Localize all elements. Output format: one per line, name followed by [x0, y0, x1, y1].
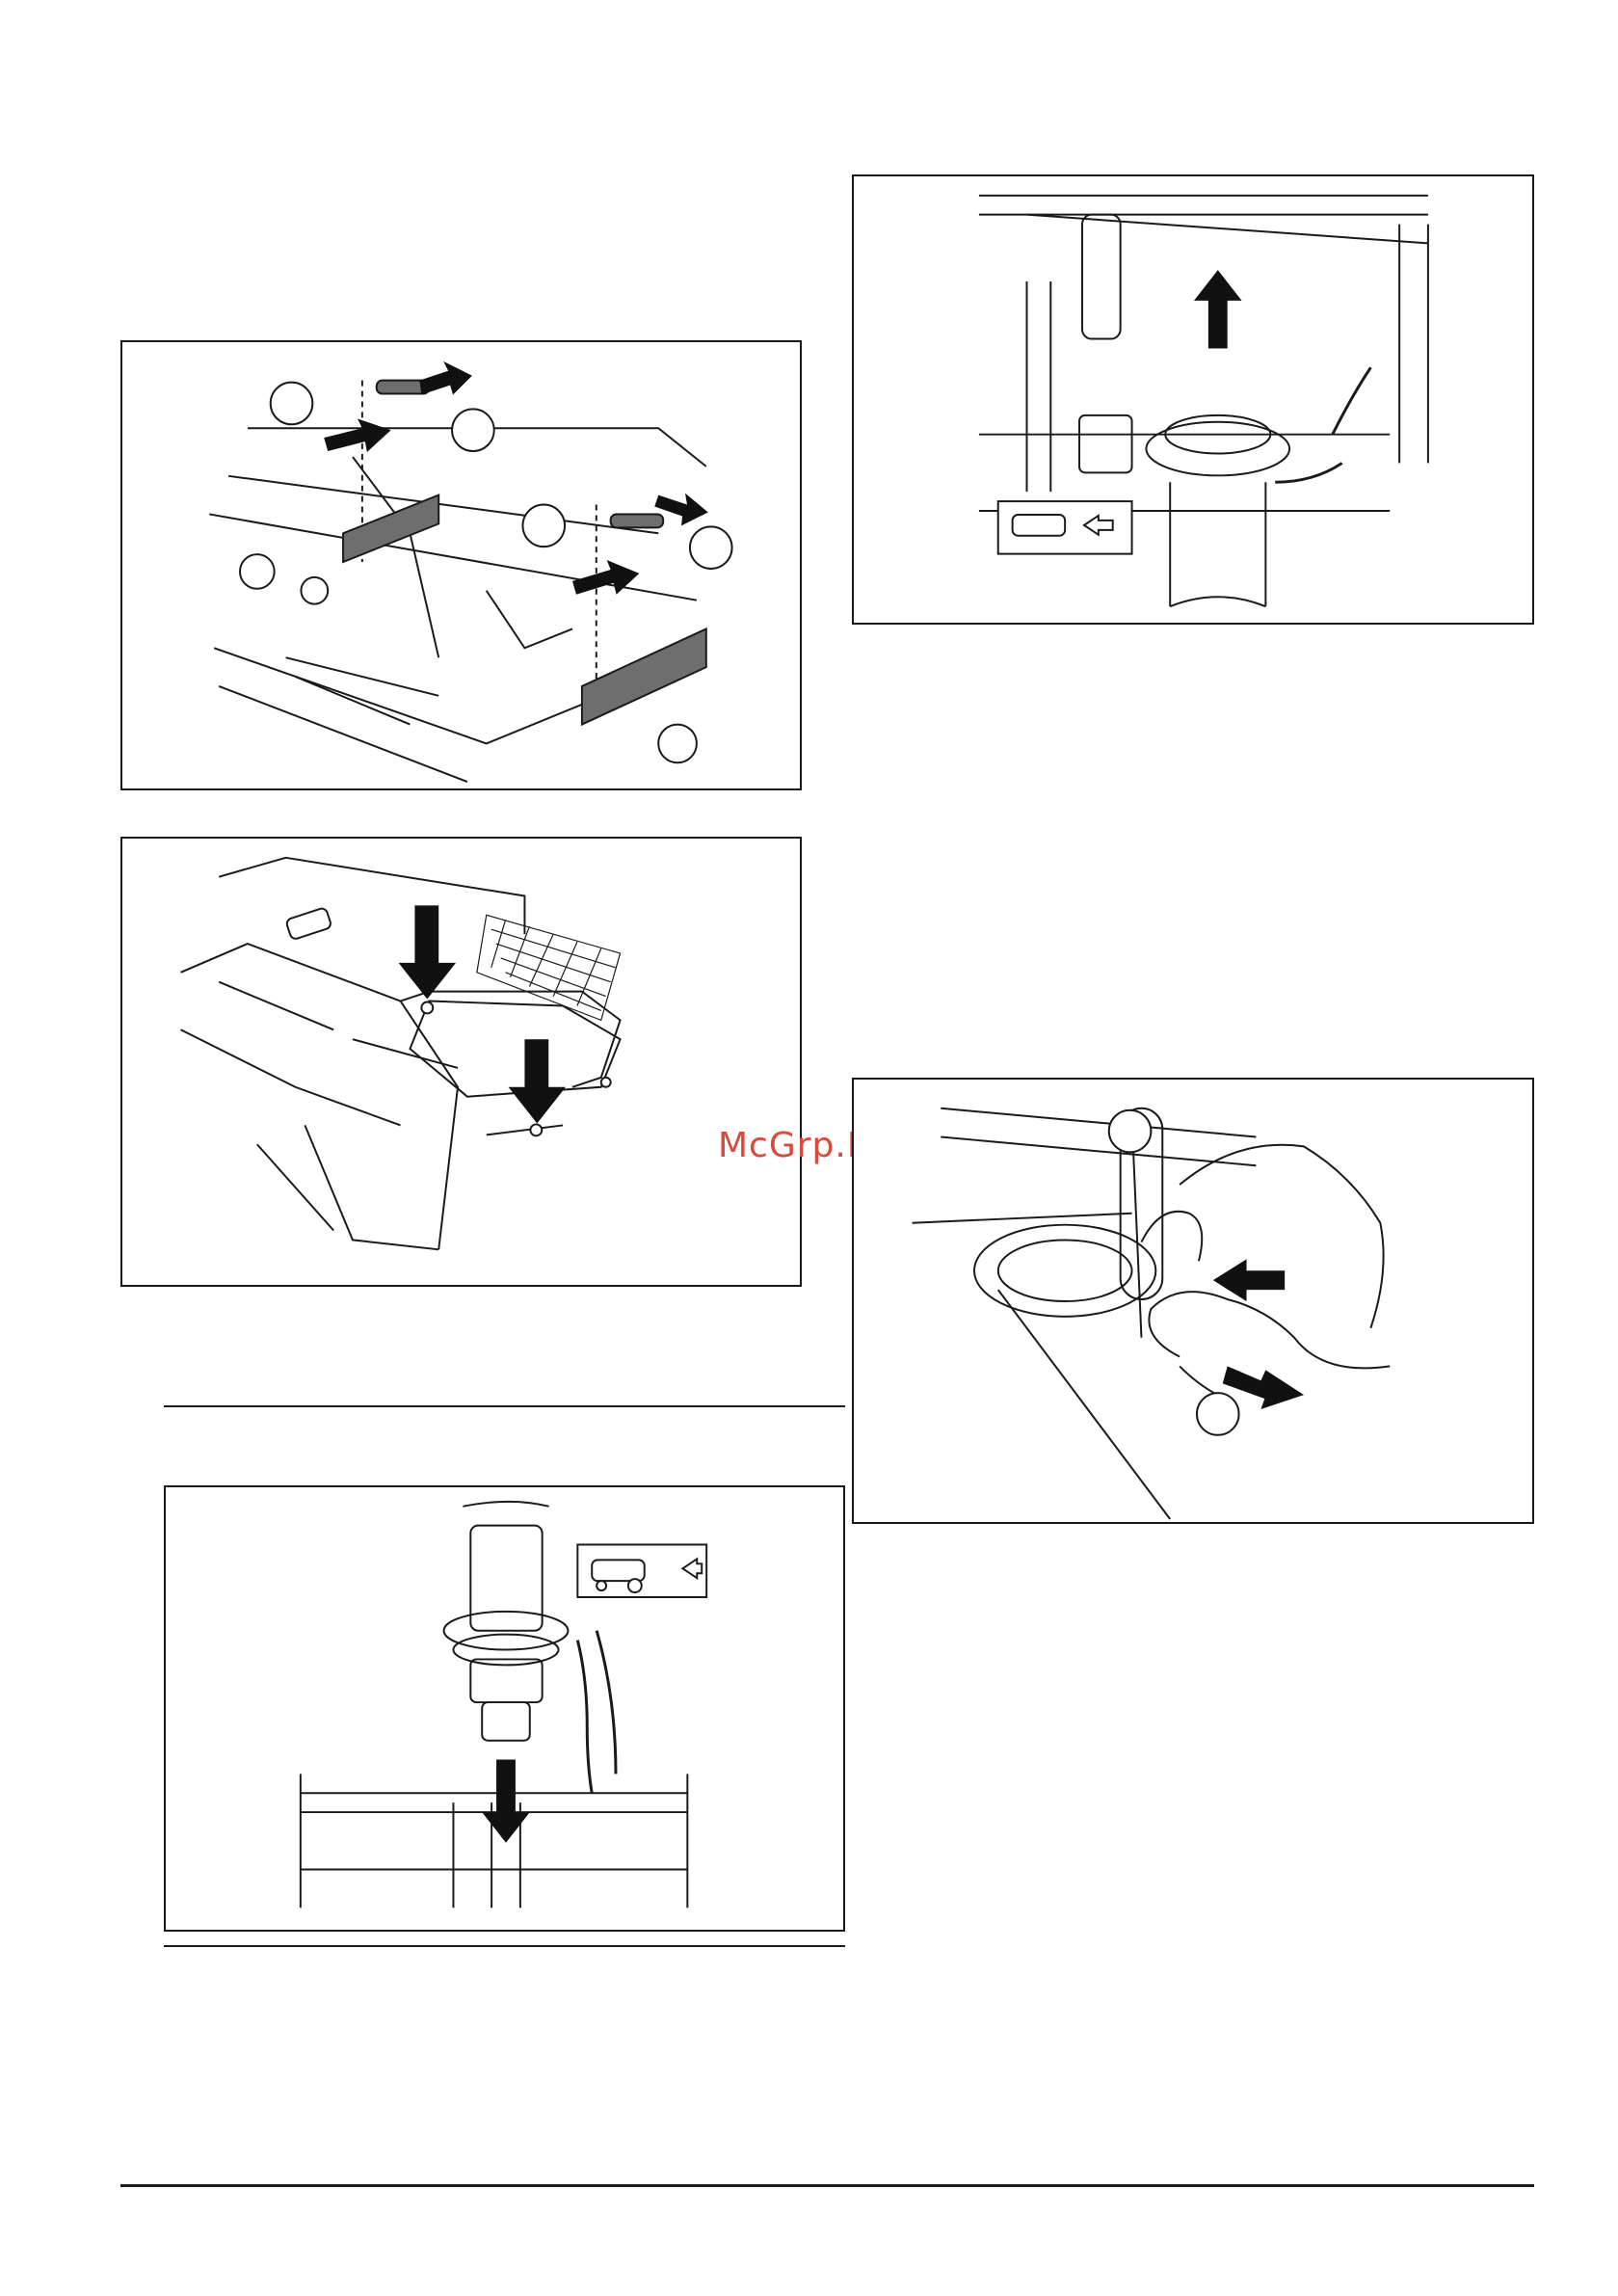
callout-3 — [522, 505, 565, 547]
arrow-left-icon — [1213, 1259, 1285, 1301]
cover-bolts-illustration — [122, 839, 800, 1285]
figure-pto-shaft-top — [164, 1485, 845, 1932]
figure-cover-bolts — [120, 837, 802, 1287]
arrow-in-icon — [324, 418, 390, 452]
shaft-install-illustration — [854, 176, 1532, 623]
figure-hitch-pins — [120, 340, 802, 790]
arrow-up-icon — [1194, 270, 1242, 348]
hitch-pins-illustration — [122, 342, 800, 788]
callout-4 — [690, 526, 732, 569]
arrow-down-icon — [509, 1039, 566, 1123]
callout-1 — [271, 383, 313, 425]
footer-rule — [120, 2184, 1534, 2187]
arrow-down-icon — [482, 1760, 530, 1843]
callout-2 — [1197, 1393, 1239, 1435]
arrow-in-icon — [572, 560, 639, 595]
figure-collar-release — [852, 1078, 1534, 1524]
callout-1 — [1109, 1110, 1152, 1153]
arrow-down-icon — [399, 905, 456, 999]
arrow-out-icon — [419, 361, 472, 395]
callout-2 — [452, 409, 494, 451]
section-divider — [164, 1945, 845, 1947]
section-divider — [164, 1405, 845, 1407]
pto-shaft-top-illustration — [166, 1487, 843, 1930]
collar-release-illustration — [854, 1080, 1532, 1522]
figure-shaft-install — [852, 174, 1534, 625]
